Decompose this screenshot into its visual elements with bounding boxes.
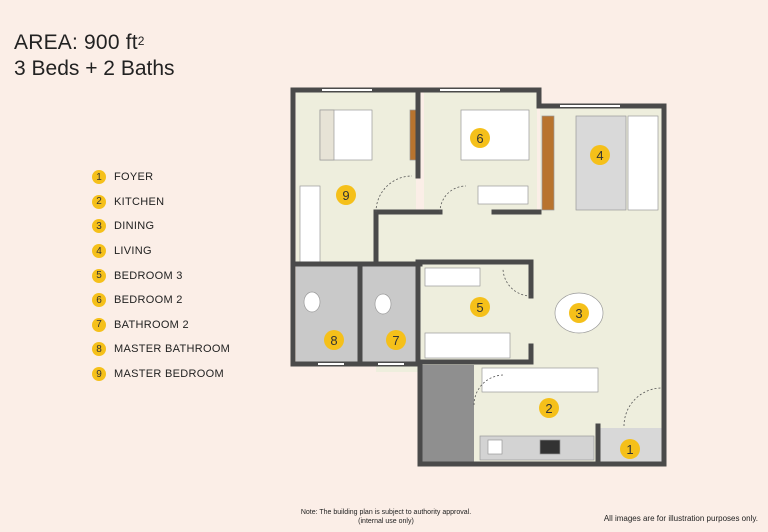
legend-label: DINING bbox=[114, 220, 155, 233]
kitchen-sink bbox=[487, 439, 503, 455]
legend-badge: 4 bbox=[92, 244, 106, 259]
marker-7-circle bbox=[386, 330, 406, 350]
door-bedroom-2 bbox=[439, 185, 467, 213]
marker-9-circle bbox=[336, 185, 356, 205]
marker-1-circle bbox=[620, 439, 640, 459]
marker-9-label: 9 bbox=[342, 188, 349, 203]
legend-item-living: 4 LIVING bbox=[92, 239, 230, 264]
marker-5-circle bbox=[470, 297, 490, 317]
kitchen-island bbox=[481, 367, 599, 393]
bedroom-3-wardrobe bbox=[424, 267, 481, 287]
door-bedroom-3 bbox=[502, 267, 532, 297]
bedroom-2-wardrobe bbox=[477, 185, 529, 205]
plan-approval-note: Note: The building plan is subject to au… bbox=[286, 508, 486, 526]
area-title: AREA: 900 ft2 bbox=[14, 30, 145, 56]
marker-7: 7 bbox=[386, 330, 406, 350]
legend-item-bedroom-3: 5 BEDROOM 3 bbox=[92, 263, 230, 288]
legend-badge: 6 bbox=[92, 293, 106, 308]
legend-label: MASTER BATHROOM bbox=[114, 343, 231, 356]
marker-3-circle bbox=[569, 303, 589, 323]
marker-4: 4 bbox=[590, 145, 610, 165]
marker-6-label: 6 bbox=[476, 131, 483, 146]
door-master bbox=[375, 175, 413, 213]
area-unit-superscript: 2 bbox=[137, 34, 145, 48]
marker-4-label: 4 bbox=[596, 148, 603, 163]
legend-item-bedroom-2: 6 BEDROOM 2 bbox=[92, 288, 230, 313]
legend-item-kitchen: 2 KITCHEN bbox=[92, 190, 230, 215]
legend-badge: 2 bbox=[92, 194, 106, 209]
note-line-2: (internal use only) bbox=[358, 518, 414, 525]
bathroom-2-floor bbox=[362, 266, 416, 362]
legend-item-foyer: 1 FOYER bbox=[92, 165, 230, 190]
bed-bath-subtitle: 3 Beds + 2 Baths bbox=[14, 57, 175, 80]
note-line-1: Note: The building plan is subject to au… bbox=[300, 509, 472, 516]
marker-5-label: 5 bbox=[476, 300, 483, 315]
marker-3-label: 3 bbox=[575, 306, 582, 321]
legend-label: MASTER BEDROOM bbox=[114, 368, 224, 381]
legend-label: BEDROOM 3 bbox=[114, 269, 183, 282]
marker-2-label: 2 bbox=[545, 401, 552, 416]
walls bbox=[290, 87, 667, 467]
legend-badge: 8 bbox=[92, 342, 106, 357]
legend-item-bathroom-2: 7 BATHROOM 2 bbox=[92, 313, 230, 338]
legend-badge: 1 bbox=[92, 170, 106, 185]
marker-2: 2 bbox=[539, 398, 559, 418]
legend-label: KITCHEN bbox=[114, 195, 165, 208]
bathroom-2-toilet bbox=[374, 293, 392, 315]
legend-item-master-bedroom: 9 MASTER BEDROOM bbox=[92, 362, 230, 387]
master-bathroom-floor bbox=[296, 266, 358, 362]
marker-8-label: 8 bbox=[330, 333, 337, 348]
master-bed-pillows bbox=[319, 109, 335, 161]
door-foyer bbox=[623, 387, 663, 427]
legend-badge: 9 bbox=[92, 367, 106, 382]
legend-label: LIVING bbox=[114, 245, 152, 258]
bedroom-3-bed bbox=[424, 332, 511, 359]
marker-8-circle bbox=[324, 330, 344, 350]
master-toilet bbox=[303, 291, 321, 313]
marker-2-circle bbox=[539, 398, 559, 418]
bedroom-2-desk bbox=[409, 109, 417, 161]
illustration-disclaimer: All images are for illustration purposes… bbox=[603, 514, 758, 523]
area-label: AREA: 900 ft bbox=[14, 31, 138, 54]
marker-6: 6 bbox=[470, 128, 490, 148]
door-kitchen bbox=[473, 374, 505, 406]
kitchen-cooktop bbox=[539, 439, 561, 455]
living-sofa bbox=[627, 115, 659, 211]
legend-label: FOYER bbox=[114, 171, 154, 184]
master-wardrobe bbox=[299, 185, 321, 263]
legend-item-master-bathroom: 8 MASTER BATHROOM bbox=[92, 337, 230, 362]
utility-floor bbox=[422, 365, 474, 463]
legend-label: BATHROOM 2 bbox=[114, 318, 189, 331]
legend-badge: 5 bbox=[92, 268, 106, 283]
windows bbox=[318, 89, 620, 365]
legend-badge: 7 bbox=[92, 317, 106, 332]
marker-8: 8 bbox=[324, 330, 344, 350]
marker-3: 3 bbox=[569, 303, 589, 323]
living-tv-unit bbox=[541, 115, 555, 211]
marker-7-label: 7 bbox=[392, 333, 399, 348]
marker-4-circle bbox=[590, 145, 610, 165]
door-swings bbox=[375, 175, 663, 427]
legend-item-dining: 3 DINING bbox=[92, 214, 230, 239]
marker-1: 1 bbox=[620, 439, 640, 459]
marker-9: 9 bbox=[336, 185, 356, 205]
marker-6-circle bbox=[470, 128, 490, 148]
legend-label: BEDROOM 2 bbox=[114, 294, 183, 307]
marker-5: 5 bbox=[470, 297, 490, 317]
legend-badge: 3 bbox=[92, 219, 106, 234]
marker-1-label: 1 bbox=[626, 442, 633, 457]
